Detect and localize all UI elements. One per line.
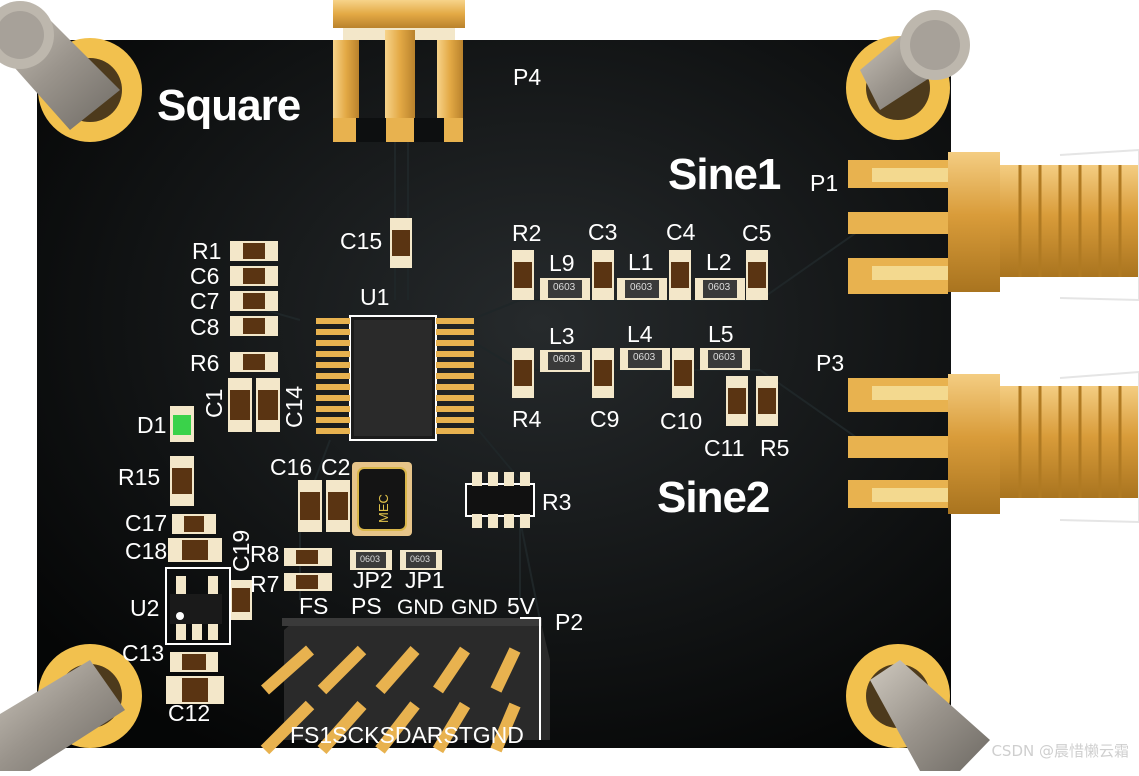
designator-c4: C4 [666, 219, 696, 245]
marking-l4: 0603 [633, 352, 656, 363]
designator-r7: R7 [250, 571, 280, 597]
designator-p2: P2 [555, 609, 584, 635]
designator-c2: C2 [321, 454, 351, 480]
marking-jp2: 0603 [360, 554, 381, 564]
marking-crystal: MEC [376, 494, 391, 523]
header-label-ps: PS [351, 593, 382, 619]
header-label-5v: 5V [507, 593, 536, 619]
resistor-array-r3 [465, 472, 535, 528]
designator-l2: L2 [706, 249, 732, 275]
designator-p3: P3 [816, 350, 845, 376]
sma-connector-p3 [848, 370, 1139, 524]
marking-l2: 0603 [708, 282, 731, 293]
marking-jp1: 0603 [410, 554, 431, 564]
passives-horizontal [166, 241, 750, 704]
designator-c16: C16 [270, 454, 313, 480]
designator-c18: C18 [125, 538, 168, 564]
designator-c1: C1 [201, 388, 227, 418]
header-label-gnd1: GND [397, 596, 444, 619]
designator-c15: C15 [340, 228, 383, 254]
mounting-hole-top-right [846, 10, 970, 140]
designator-p4: P4 [513, 64, 542, 90]
label-sine2: Sine2 [657, 473, 770, 522]
watermark: CSDN @晨惜懒云霜 [991, 742, 1129, 760]
marking-l9: 0603 [553, 282, 576, 293]
passives-vertical [170, 218, 778, 620]
designator-jp2: JP2 [353, 567, 393, 593]
designator-r3: R3 [542, 489, 572, 515]
designator-l4: L4 [627, 321, 653, 347]
marking-l1: 0603 [630, 282, 653, 293]
mounting-hole-top-left [0, 1, 142, 142]
designator-u1: U1 [360, 284, 390, 310]
designator-c3: C3 [588, 219, 618, 245]
connector-p4 [333, 0, 465, 142]
designator-c13: C13 [122, 640, 165, 666]
designator-r1: R1 [192, 238, 222, 264]
designator-c10: C10 [660, 408, 703, 434]
designator-c17: C17 [125, 510, 168, 536]
designator-jp1: JP1 [405, 567, 445, 593]
label-sine1: Sine1 [668, 150, 781, 199]
designator-r5: R5 [760, 435, 790, 461]
designator-c6: C6 [190, 263, 220, 289]
label-square: Square [157, 81, 301, 130]
sma-connector-p1 [848, 148, 1139, 302]
mounting-hole-bottom-right [846, 644, 990, 771]
designator-u2: U2 [130, 595, 160, 621]
header-label-bottom: FS1SCKSDARSTGND [290, 722, 524, 748]
designator-r6: R6 [190, 350, 220, 376]
designator-l5: L5 [708, 321, 734, 347]
pin-header-p2 [260, 617, 550, 755]
designator-c11: C11 [704, 435, 745, 461]
ic-u2 [165, 567, 231, 645]
designator-l9: L9 [549, 250, 575, 276]
designator-c8: C8 [190, 314, 220, 340]
designator-c5: C5 [742, 220, 772, 246]
crystal [352, 462, 412, 536]
designator-c14: C14 [281, 385, 307, 428]
mounting-hole-bottom-left [0, 644, 142, 771]
designator-c9: C9 [590, 406, 620, 432]
designator-r4: R4 [512, 406, 542, 432]
designator-l3: L3 [549, 323, 575, 349]
ic-u1 [316, 315, 474, 441]
marking-l3: 0603 [553, 354, 576, 365]
designator-l1: L1 [628, 249, 654, 275]
designator-c7: C7 [190, 288, 220, 314]
header-label-fs: FS [299, 593, 329, 619]
designator-r2: R2 [512, 220, 542, 246]
header-label-gnd2: GND [451, 596, 498, 619]
designator-r15: R15 [118, 464, 161, 490]
designator-d1: D1 [137, 412, 167, 438]
designator-p1: P1 [810, 170, 839, 196]
designator-c12: C12 [168, 700, 211, 726]
marking-l5: 0603 [713, 352, 736, 363]
led-d1 [170, 406, 194, 442]
designator-r8: R8 [250, 541, 280, 567]
